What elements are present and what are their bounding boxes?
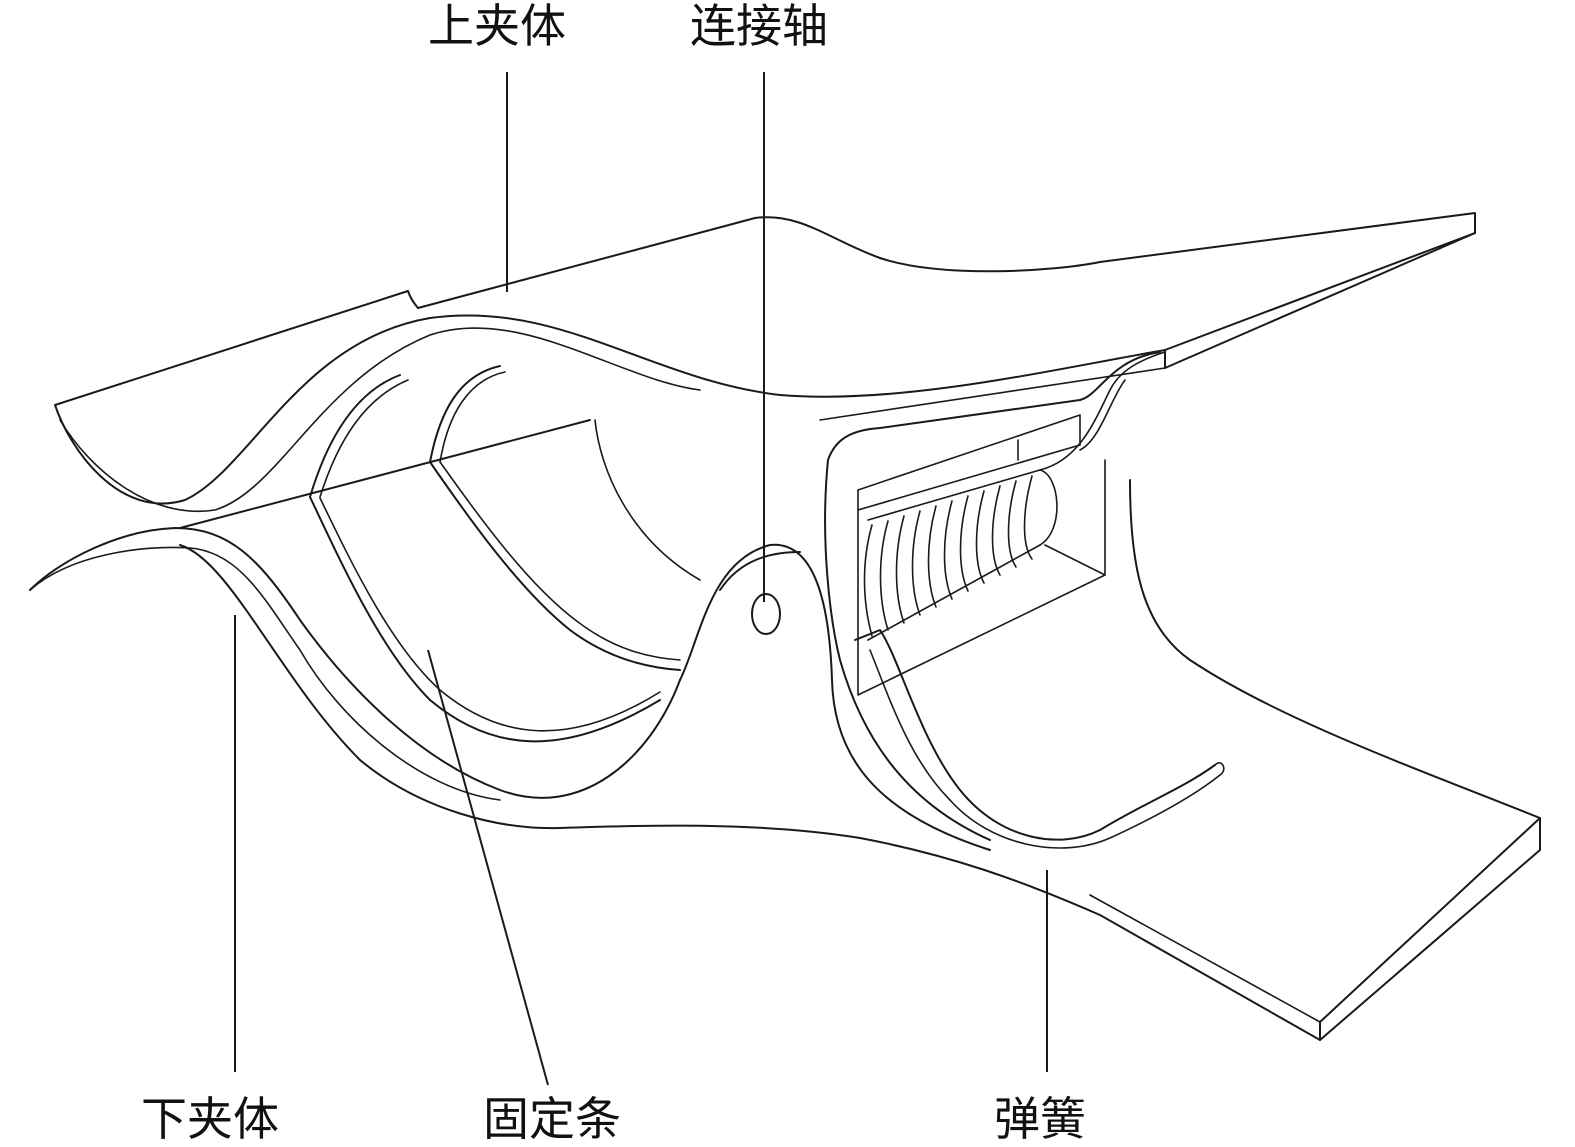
label-fixing-strip: 固定条	[483, 1092, 621, 1146]
label-shaft: 连接轴	[690, 0, 828, 53]
spring-coils	[863, 469, 1058, 641]
shaft-hole	[751, 593, 781, 635]
leader-lines	[234, 72, 1048, 1086]
label-spring: 弹簧	[994, 1092, 1086, 1146]
label-upper-clamp: 上夹体	[428, 0, 566, 53]
lower-clamp-body	[29, 479, 1541, 1041]
spring-assembly	[824, 351, 1225, 849]
fixing-strip	[179, 365, 701, 743]
upper-clamp-body	[54, 212, 1476, 513]
hinge-block	[679, 543, 991, 851]
leader-fixing-strip	[427, 649, 549, 1086]
label-lower-clamp: 下夹体	[141, 1092, 279, 1146]
